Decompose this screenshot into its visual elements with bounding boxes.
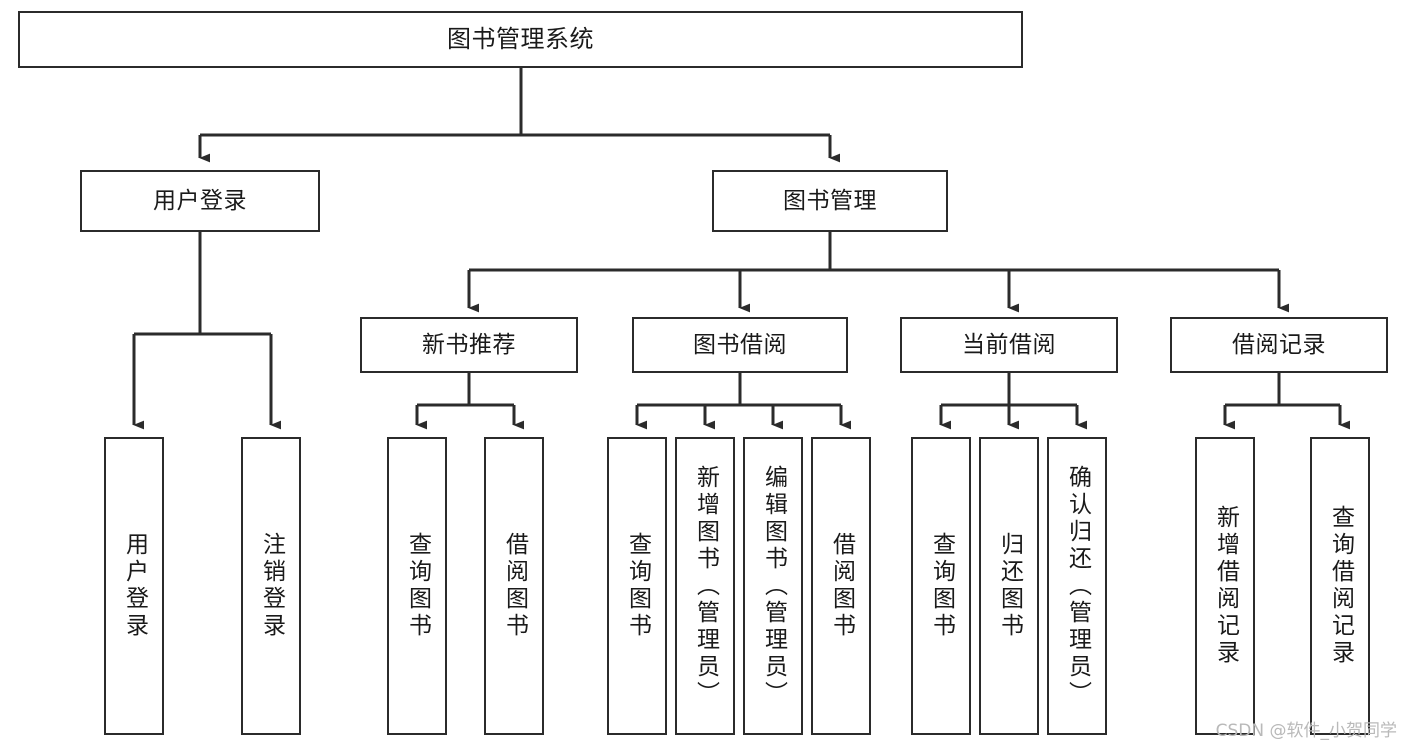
leaf-user-login-1[interactable]: 用户登录: [104, 437, 164, 735]
leaf-new-book-rec-2[interactable]: 借阅图书: [484, 437, 544, 735]
leaf-borrow-record-1[interactable]: 新增借阅记录: [1195, 437, 1255, 735]
leaf-book-borrow-3-label: 编辑图书（管理员）: [760, 464, 787, 708]
leaf-current-borrow-3[interactable]: 确认归还（管理员）: [1047, 437, 1107, 735]
node-user-login-label: 用户登录: [153, 187, 247, 214]
node-borrow-record[interactable]: 借阅记录: [1170, 317, 1388, 373]
node-book-borrow[interactable]: 图书借阅: [632, 317, 848, 373]
leaf-book-borrow-2[interactable]: 新增图书（管理员）: [675, 437, 735, 735]
leaf-book-borrow-4-label: 借阅图书: [828, 532, 855, 640]
node-user-login[interactable]: 用户登录: [80, 170, 320, 232]
leaf-book-borrow-4[interactable]: 借阅图书: [811, 437, 871, 735]
leaf-book-borrow-1[interactable]: 查询图书: [607, 437, 667, 735]
leaf-book-borrow-3[interactable]: 编辑图书（管理员）: [743, 437, 803, 735]
leaf-new-book-rec-1-label: 查询图书: [404, 532, 431, 640]
leaf-user-login-2-label: 注销登录: [258, 532, 285, 640]
node-root-label: 图书管理系统: [447, 24, 594, 53]
leaf-book-borrow-2-label: 新增图书（管理员）: [692, 464, 719, 708]
node-book-manage-label: 图书管理: [783, 187, 877, 214]
node-current-borrow-label: 当前借阅: [962, 331, 1056, 358]
leaf-current-borrow-1-label: 查询图书: [928, 532, 955, 640]
leaf-current-borrow-2[interactable]: 归还图书: [979, 437, 1039, 735]
leaf-new-book-rec-1[interactable]: 查询图书: [387, 437, 447, 735]
node-new-book-rec-label: 新书推荐: [422, 331, 516, 358]
leaf-new-book-rec-2-label: 借阅图书: [501, 532, 528, 640]
node-book-manage[interactable]: 图书管理: [712, 170, 948, 232]
leaf-user-login-2[interactable]: 注销登录: [241, 437, 301, 735]
leaf-current-borrow-1[interactable]: 查询图书: [911, 437, 971, 735]
leaf-borrow-record-2-label: 查询借阅记录: [1327, 505, 1354, 667]
node-borrow-record-label: 借阅记录: [1232, 331, 1326, 358]
leaf-user-login-1-label: 用户登录: [121, 532, 148, 640]
node-new-book-rec[interactable]: 新书推荐: [360, 317, 578, 373]
leaf-book-borrow-1-label: 查询图书: [624, 532, 651, 640]
node-current-borrow[interactable]: 当前借阅: [900, 317, 1118, 373]
leaf-borrow-record-2[interactable]: 查询借阅记录: [1310, 437, 1370, 735]
leaf-current-borrow-3-label: 确认归还（管理员）: [1064, 464, 1091, 708]
node-book-borrow-label: 图书借阅: [693, 331, 787, 358]
leaf-current-borrow-2-label: 归还图书: [996, 532, 1023, 640]
node-root[interactable]: 图书管理系统: [18, 11, 1023, 68]
leaf-borrow-record-1-label: 新增借阅记录: [1212, 505, 1239, 667]
